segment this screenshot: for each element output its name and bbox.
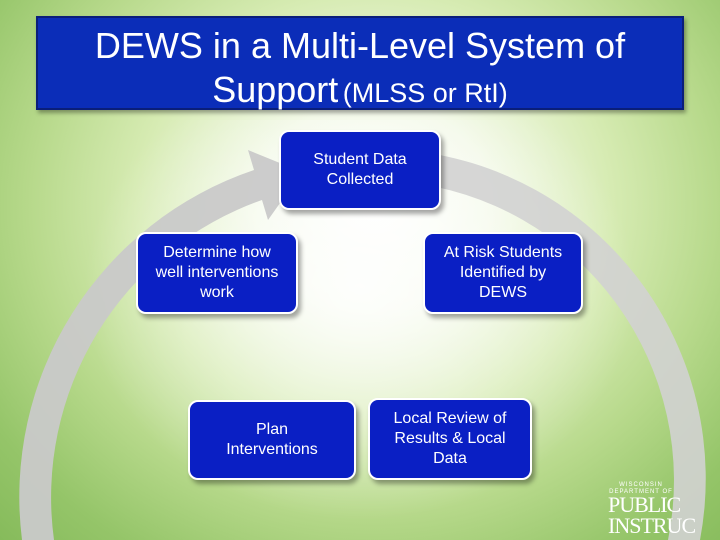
title-parenthetical: (MLSS or RtI) (342, 78, 508, 108)
step-label: At Risk Students Identified by DEWS (443, 244, 563, 301)
step-local-review: Local Review of Results & Local Data (368, 398, 532, 480)
step-plan-interventions: Plan Interventions (188, 400, 356, 480)
title-banner: DEWS in a Multi-Level System of Support … (36, 16, 684, 110)
title-line-2: Support (MLSS or RtI) (38, 70, 682, 118)
logo-small-text: WISCONSIN DEPARTMENT OF (609, 482, 673, 495)
logo-public: PUBLIC (608, 492, 681, 517)
step-at-risk-students-identified: At Risk Students Identified by DEWS (423, 232, 583, 314)
logo-instruction: INSTRUC (608, 513, 696, 538)
step-label: Plan Interventions (226, 421, 318, 458)
cycle-arrow-ring (19, 150, 302, 540)
title-line-1: DEWS in a Multi-Level System of (94, 25, 626, 66)
step-student-data-collected: Student Data Collected (279, 130, 441, 210)
step-label: Determine how well interventions work (155, 244, 279, 301)
title-support: Support (212, 69, 339, 110)
step-determine-interventions-work: Determine how well interventions work (136, 232, 298, 314)
step-label: Local Review of Results & Local Data (393, 410, 507, 467)
cycle-arrow-right (405, 150, 706, 540)
dpi-logo: WISCONSIN DEPARTMENT OF PUBLIC INSTRUC (606, 482, 720, 540)
step-label: Student Data Collected (313, 151, 407, 188)
